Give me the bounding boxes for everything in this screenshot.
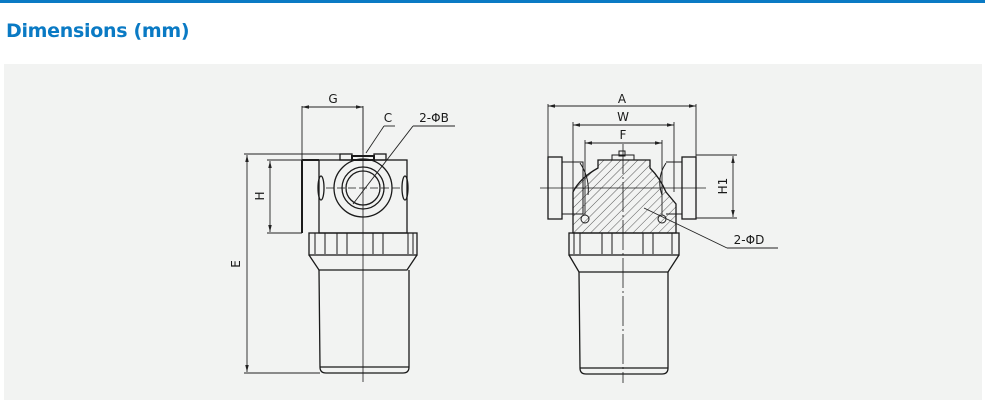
side-view-dimensions	[547, 104, 778, 249]
diagram-panel	[4, 64, 982, 400]
label-G: G	[328, 92, 337, 106]
label-E: E	[229, 260, 243, 268]
label-F: F	[620, 128, 627, 142]
label-H1: H1	[716, 178, 730, 195]
label-W: W	[617, 110, 629, 124]
label-C: C	[384, 111, 392, 125]
front-view-dimensions	[244, 105, 455, 374]
side-view	[540, 144, 706, 383]
label-H: H	[253, 191, 267, 200]
front-view	[301, 108, 418, 382]
section-title: Dimensions (mm)	[6, 20, 190, 42]
label-B: 2-ΦB	[419, 111, 449, 125]
top-accent-rule	[0, 0, 985, 3]
label-A: A	[618, 92, 627, 106]
label-D: 2-ΦD	[734, 233, 765, 247]
